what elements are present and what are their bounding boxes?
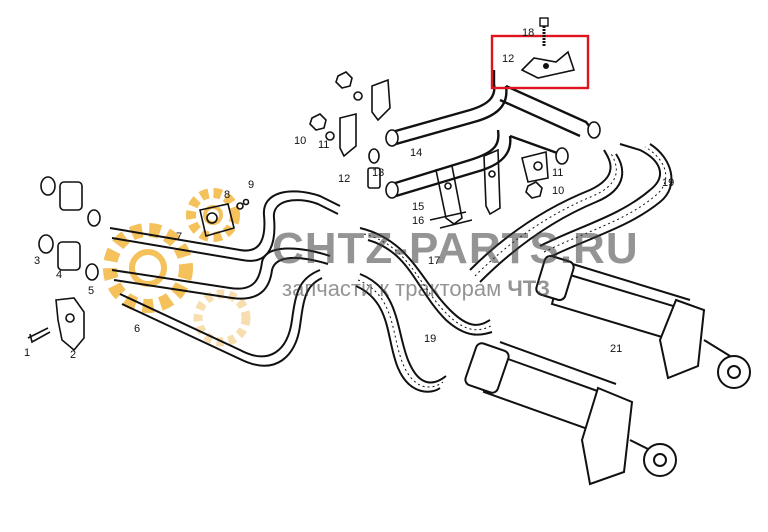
callout-21: 21 — [610, 343, 622, 355]
callout-5: 5 — [88, 285, 94, 297]
watermark-subtitle-brand: ЧТЗ — [507, 276, 551, 301]
highlighted-part-12-18[interactable] — [490, 17, 590, 90]
callout-labels: 1 2 3 4 5 6 7 8 9 10 10 11 11 12 12 13 1… — [24, 27, 674, 361]
callout-14: 14 — [410, 147, 422, 159]
watermark-subtitle: запчасти к тракторам ЧТЗ — [282, 276, 550, 302]
small-parts-10-13 — [309, 71, 549, 199]
callout-3: 3 — [34, 255, 40, 267]
callout-17: 17 — [428, 255, 440, 267]
callout-12-box: 12 — [502, 53, 514, 65]
watermark-subtitle-prefix: запчасти к тракторам — [282, 276, 508, 301]
bracket-2 — [27, 297, 85, 352]
callout-10-right: 10 — [552, 185, 564, 197]
callout-8: 8 — [224, 189, 230, 201]
clamp-8-9 — [199, 198, 250, 238]
hose-19-right-texture — [474, 146, 667, 277]
callout-16: 16 — [412, 215, 424, 227]
pipe-assembly-6-7 — [109, 190, 341, 367]
cylinder-21 — [535, 254, 751, 389]
callout-18: 18 — [522, 27, 534, 39]
gear-logo-icon — [103, 188, 251, 347]
callout-2: 2 — [70, 349, 76, 361]
fittings-left — [38, 176, 101, 281]
callout-15: 15 — [412, 201, 424, 213]
watermark-title: CHTZ-PARTS.RU — [272, 224, 639, 273]
hose-19-left — [355, 227, 493, 393]
callout-19-left: 19 — [424, 333, 436, 345]
callout-13: 13 — [372, 167, 384, 179]
pipe-14-ends — [385, 121, 601, 199]
callout-11-left: 11 — [318, 139, 329, 151]
callout-4: 4 — [56, 269, 62, 281]
callout-11-right: 11 — [552, 167, 563, 179]
cylinder-lower — [464, 341, 677, 486]
callout-10-left: 10 — [294, 135, 306, 147]
callout-6: 6 — [134, 323, 140, 335]
callout-19-right: 19 — [662, 177, 674, 189]
callout-9: 9 — [248, 179, 254, 191]
hose-19-right — [469, 143, 673, 283]
callout-1: 1 — [24, 347, 30, 359]
brackets-15-16 — [429, 148, 501, 229]
hose-19-left-texture — [357, 233, 492, 388]
callout-7: 7 — [176, 231, 182, 243]
callout-12-left: 12 — [338, 173, 350, 185]
